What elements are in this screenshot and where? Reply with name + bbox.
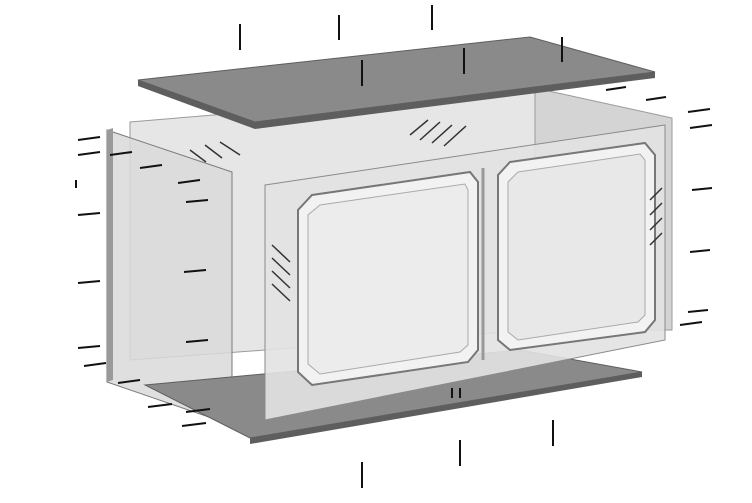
- dowel-pins: [75, 5, 713, 488]
- vent-slots: [189, 119, 663, 302]
- left-side-panel-edge: [107, 128, 113, 382]
- bottom-panel-edge: [250, 372, 642, 444]
- left-door-glass: [307, 183, 469, 375]
- right-door-glass: [507, 153, 646, 341]
